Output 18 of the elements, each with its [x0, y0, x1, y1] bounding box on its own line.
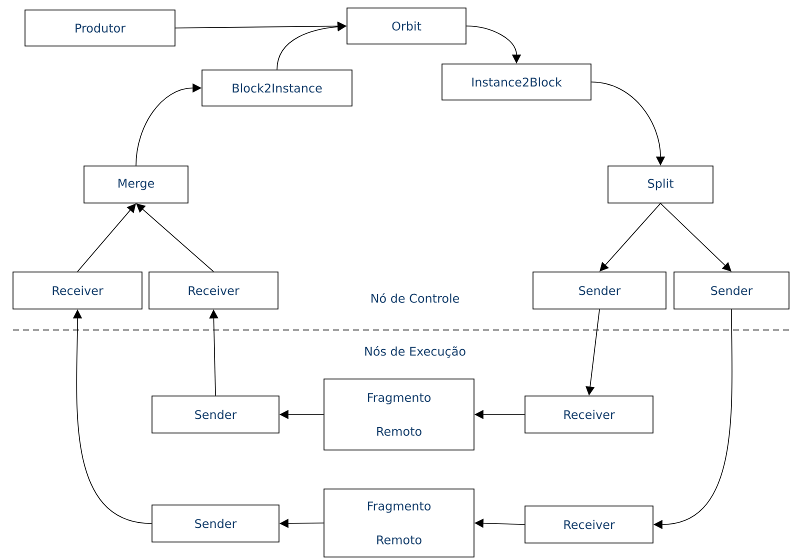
process-box: Receiver	[524, 396, 654, 434]
process-box: Split	[608, 166, 714, 204]
process-box: Sender	[152, 504, 280, 542]
process-box: Instance2Block	[442, 64, 592, 100]
region-label: Nós de Execução	[365, 346, 466, 358]
process-box: Receiver	[148, 272, 278, 310]
process-box: Receiver	[12, 272, 142, 310]
process-box: Block2Instance	[202, 70, 352, 106]
process-box: Fragmento Remoto	[324, 378, 474, 450]
process-box: Sender	[674, 272, 790, 310]
process-box: Merge	[84, 166, 188, 204]
process-box: Orbit	[346, 8, 466, 44]
region-label: Nó de Controle	[372, 293, 460, 303]
process-box: Receiver	[524, 506, 654, 544]
process-box: Sender	[152, 396, 280, 434]
process-box: Fragmento Remoto	[324, 488, 474, 558]
process-box: Produtor	[24, 10, 176, 46]
process-box: Sender	[532, 272, 666, 310]
